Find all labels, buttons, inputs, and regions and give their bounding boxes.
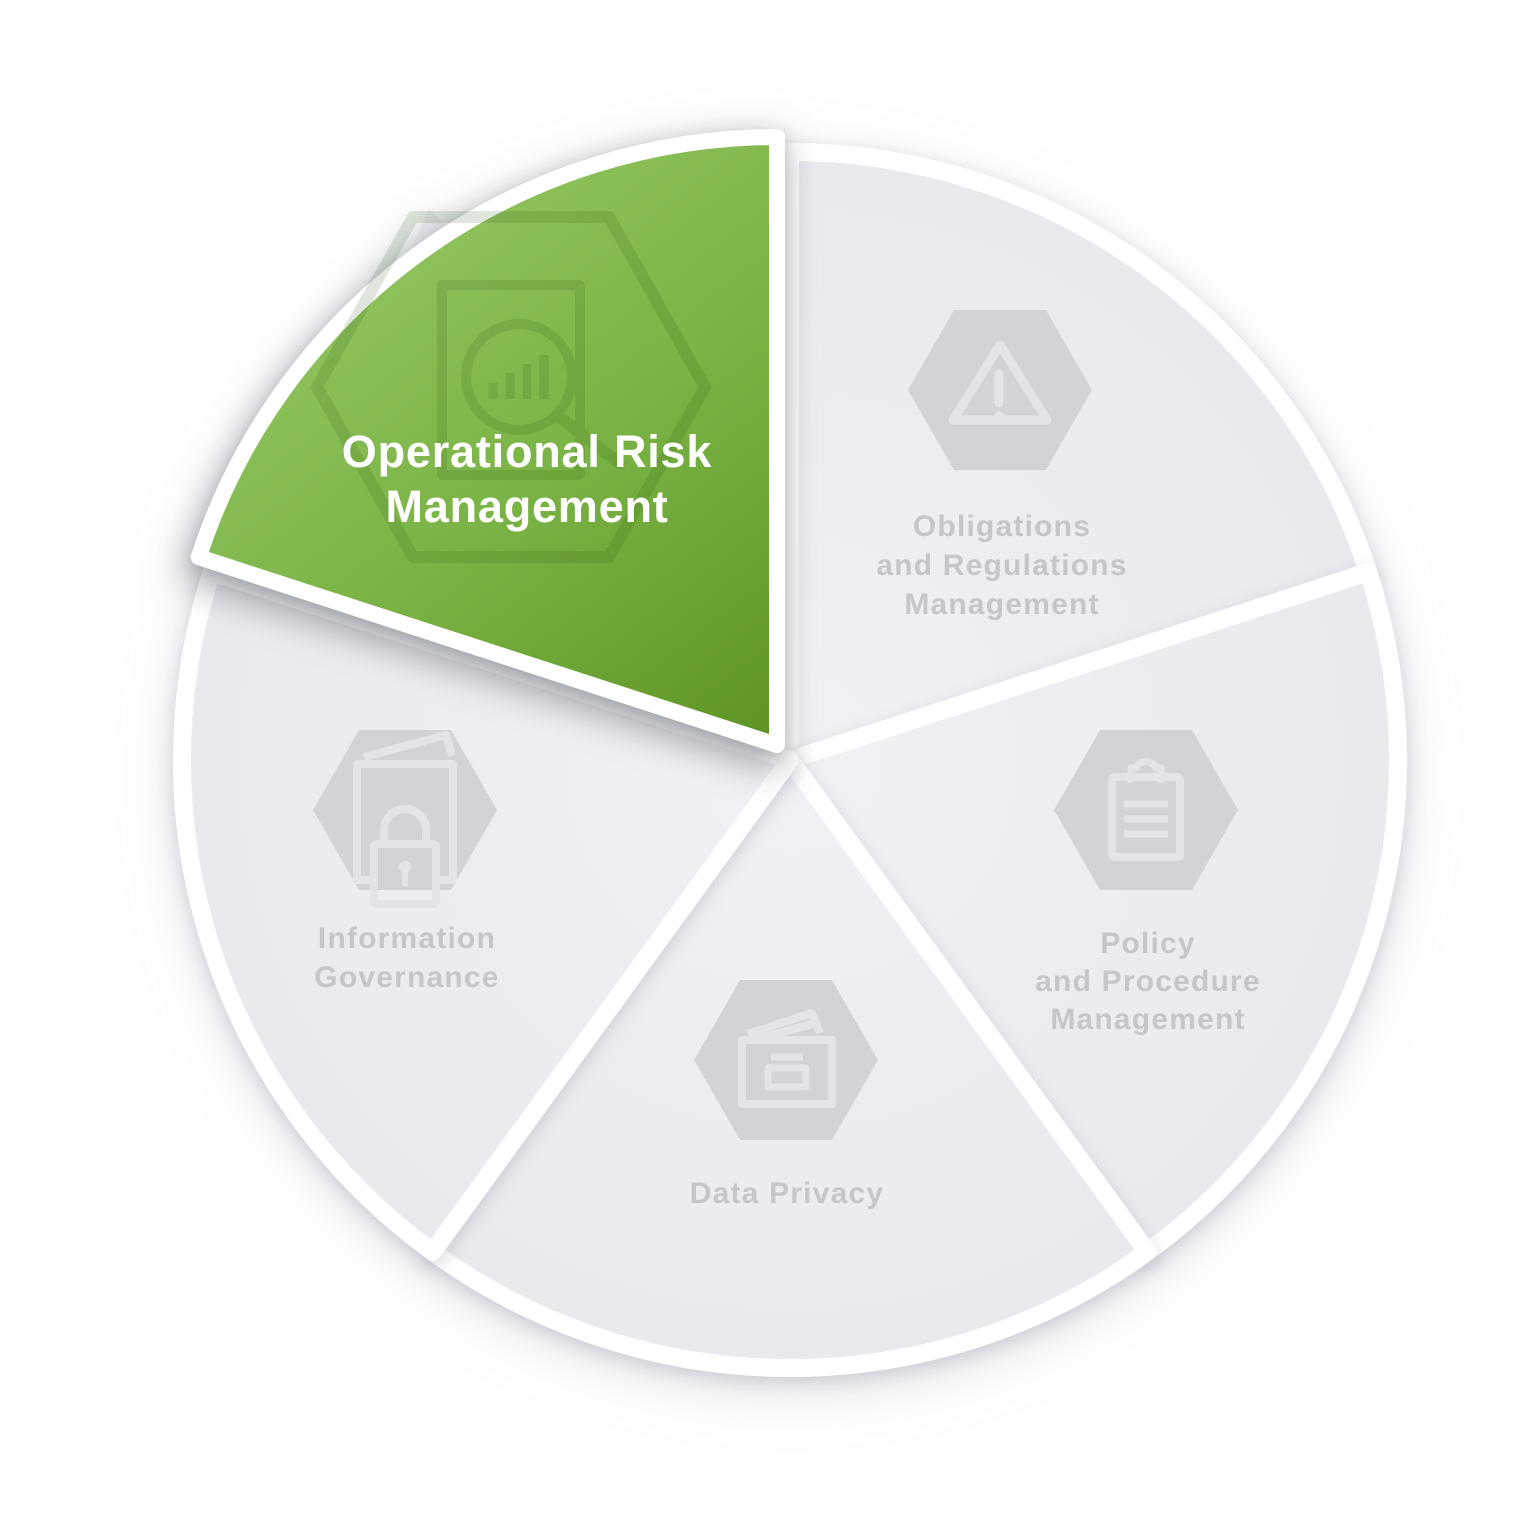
segment-information-governance: Information Governance [173,563,799,1261]
active-segment-label: Management [385,481,668,532]
hexagon-badge [1054,730,1238,890]
segment-label: and Procedure [1035,965,1261,998]
segment-wedge-operational-risk[interactable] [190,129,785,753]
segment-data-privacy: Data Privacy [423,751,1157,1378]
wheel: Obligations and Regulations Management P… [173,129,1407,1378]
segment-label: Data Privacy [690,1177,885,1210]
segment-label: Management [904,588,1099,621]
segment-wedge-information-governance[interactable] [173,563,799,1261]
segment-label: and Regulations [876,549,1127,582]
segment-policy-and-procedure-management: Policy and Procedure Management [781,563,1407,1261]
document-chart-magnifier-icon [311,211,711,563]
segment-obligations-and-regulations-management: Obligations and Regulations Management [781,143,1378,769]
warning-triangle-icon [948,340,1052,425]
segment-label: Policy [1100,927,1196,960]
segment-label: Management [1050,1003,1245,1036]
segment-wedge-policy[interactable] [781,563,1407,1261]
clipboard-icon [1108,758,1184,861]
segment-label: Governance [314,961,499,994]
segment-wedge-obligations[interactable] [781,143,1378,769]
segment-label: Obligations [913,510,1091,543]
folder-padlock-icon [353,731,457,908]
active-segment-label: Operational Risk [342,426,713,477]
wallet-documents-icon [738,1009,836,1108]
segment-operational-risk-management: Operational Risk Management [190,129,785,753]
segment-label: Information [318,922,496,955]
